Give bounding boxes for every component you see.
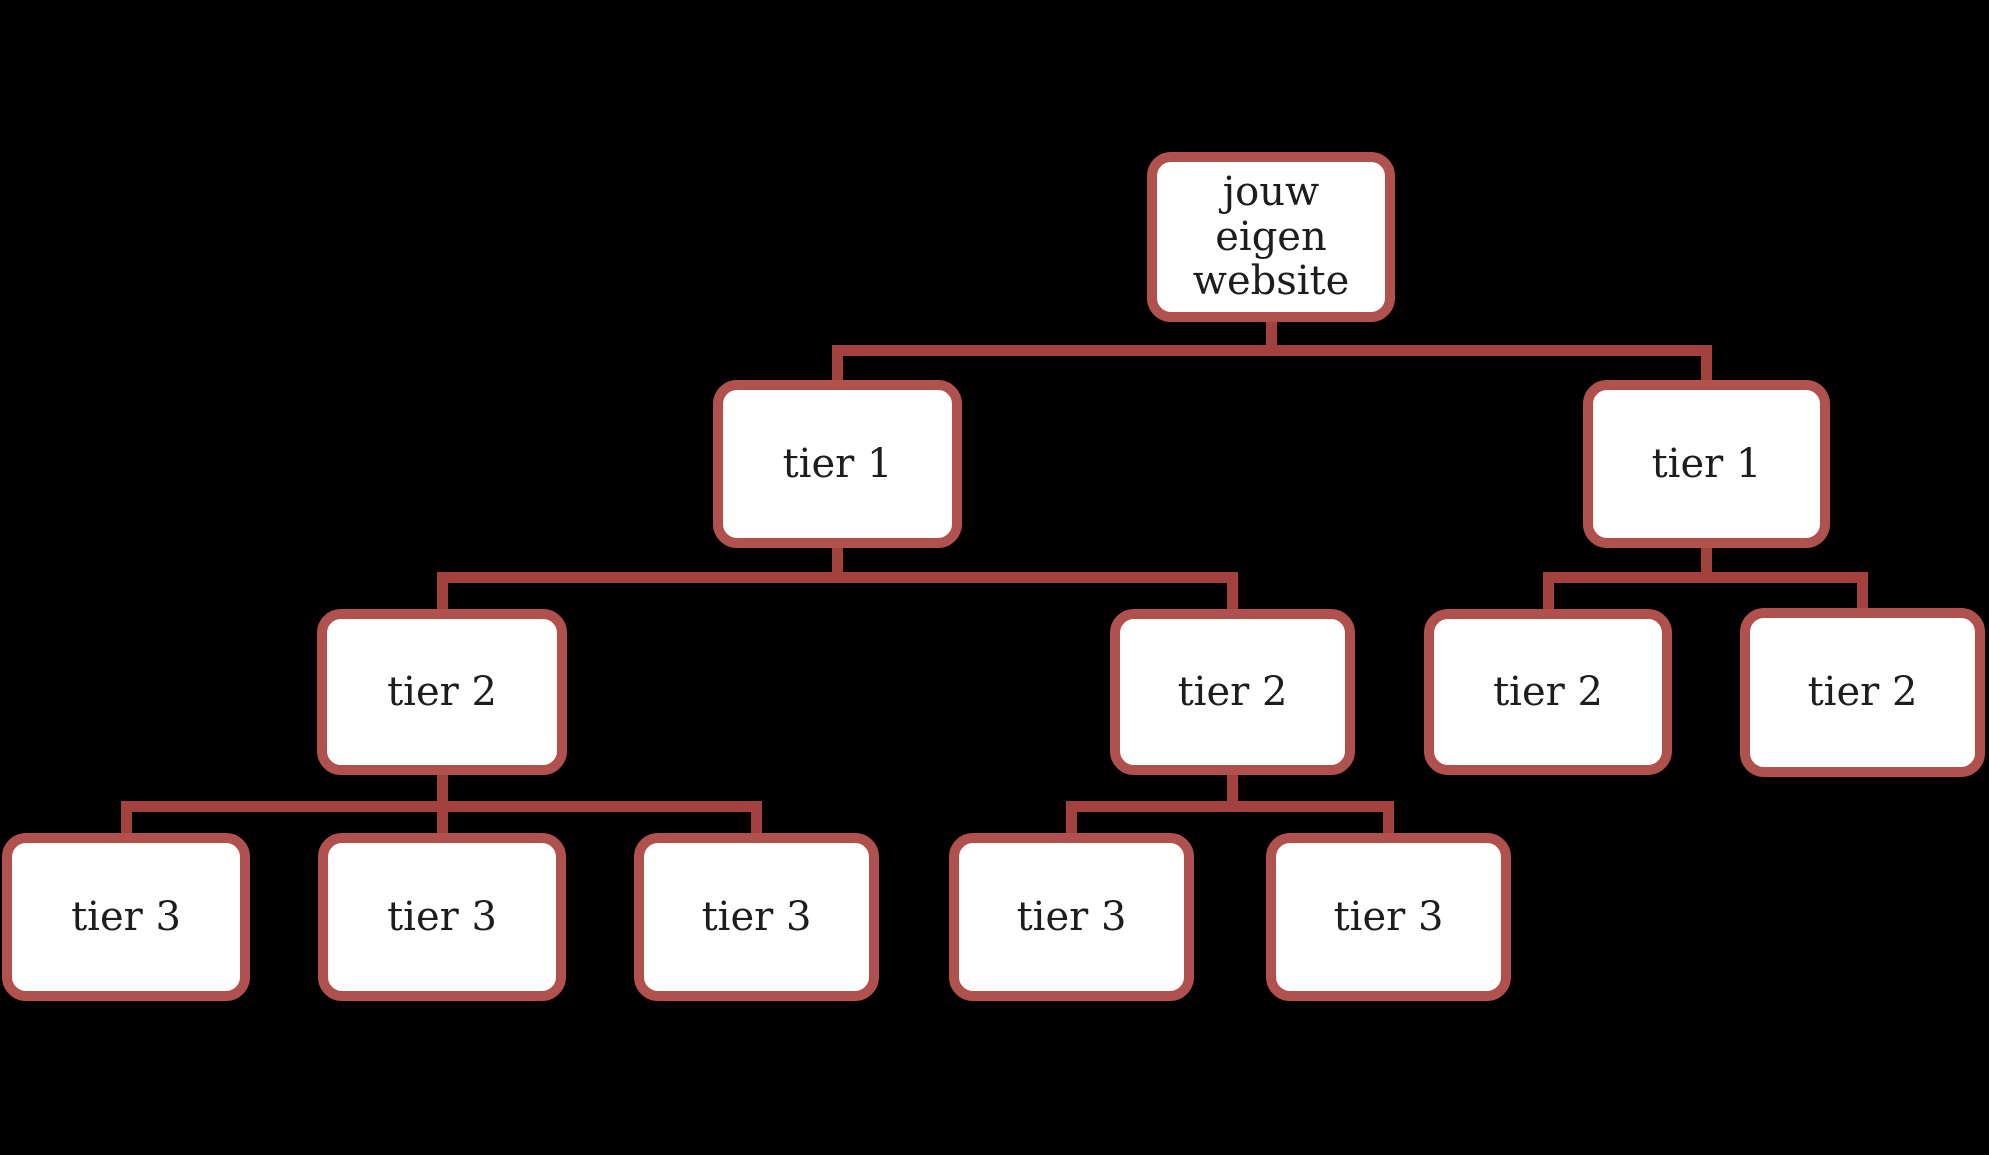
node-tier2-b: tier 2 — [1110, 609, 1355, 775]
connector-rail-tier1-right — [1542, 571, 1868, 583]
node-label-tier3-d: tier 3 — [1016, 893, 1127, 940]
connector-drop-tier3-d — [1066, 800, 1077, 833]
connector-stem-tier1-right — [1701, 548, 1712, 583]
connector-rail-root — [832, 344, 1712, 356]
node-label-tier1-left: tier 1 — [782, 440, 893, 487]
node-tier1-left: tier 1 — [713, 380, 962, 548]
connector-drop-tier2-b — [1227, 571, 1238, 609]
connector-drop-tier2-d — [1857, 571, 1868, 608]
node-label-tier2-b: tier 2 — [1177, 668, 1288, 715]
connector-stem-root — [1265, 322, 1277, 356]
node-tier2-c: tier 2 — [1424, 609, 1672, 775]
connector-stem-tier2-a — [436, 775, 448, 812]
node-label-tier2-a: tier 2 — [387, 668, 497, 715]
connector-drop-tier3-b — [436, 800, 448, 833]
node-label-tier2-c: tier 2 — [1493, 668, 1603, 715]
connector-stem-tier1-left — [832, 548, 843, 583]
connector-drop-tier3-c — [751, 800, 762, 833]
node-label-tier3-c: tier 3 — [701, 893, 812, 940]
connector-drop-tier3-a — [120, 800, 132, 833]
node-label-tier1-right: tier 1 — [1651, 440, 1762, 487]
node-root: jouw eigen website — [1147, 152, 1395, 322]
node-label-tier3-b: tier 3 — [387, 893, 497, 940]
node-tier3-a: tier 3 — [2, 833, 250, 1001]
node-label-tier3-e: tier 3 — [1333, 893, 1444, 940]
connector-stem-tier2-b — [1227, 775, 1238, 812]
node-tier3-c: tier 3 — [634, 833, 879, 1001]
connector-drop-tier1-left — [832, 344, 843, 380]
connector-rail-tier1-left — [436, 571, 1238, 583]
connector-drop-tier2-a — [436, 571, 448, 609]
connector-drop-tier1-right — [1701, 344, 1712, 380]
connector-rail-tier2-b — [1066, 800, 1394, 812]
node-label-tier2-d: tier 2 — [1807, 669, 1918, 716]
connector-drop-tier3-e — [1383, 800, 1394, 833]
node-tier1-right: tier 1 — [1583, 380, 1830, 548]
node-tier3-e: tier 3 — [1266, 833, 1511, 1001]
node-tier2-a: tier 2 — [317, 609, 567, 775]
connector-drop-tier2-c — [1542, 571, 1554, 609]
node-tier2-d: tier 2 — [1740, 608, 1985, 777]
node-label-root: jouw eigen website — [1192, 168, 1350, 305]
node-tier3-d: tier 3 — [949, 833, 1194, 1001]
node-label-tier3-a: tier 3 — [71, 893, 181, 940]
node-tier3-b: tier 3 — [318, 833, 566, 1001]
